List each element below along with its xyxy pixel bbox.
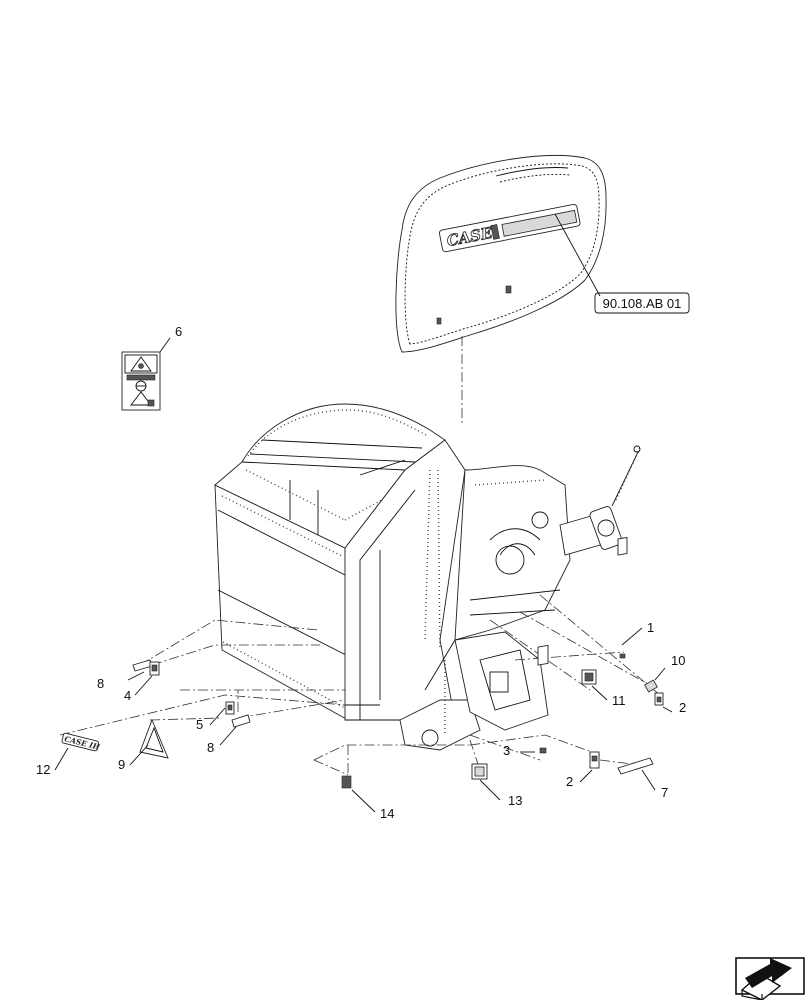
- decal-10[interactable]: [644, 679, 658, 693]
- reference-label: 90.108.AB 01: [603, 296, 682, 311]
- decal-2-lower[interactable]: [589, 751, 600, 769]
- reference-box[interactable]: 90.108.AB 01: [594, 292, 690, 314]
- decal-12-text: CASE IH: [64, 734, 102, 752]
- decal-13[interactable]: [471, 763, 488, 780]
- callout-5: 5: [196, 717, 203, 732]
- safety-decal-6[interactable]: [121, 351, 161, 411]
- callout-10: 10: [671, 653, 685, 668]
- decal-8-lower[interactable]: [231, 714, 251, 728]
- callout-8-lower: 8: [207, 740, 214, 755]
- reflector-9-triangle[interactable]: [139, 718, 169, 759]
- decal-2-right[interactable]: [654, 692, 664, 706]
- decal-5[interactable]: [225, 701, 235, 715]
- pto-drive-shaft: [559, 445, 641, 556]
- decal-7[interactable]: [617, 757, 654, 775]
- reference-leader: [554, 213, 601, 297]
- decal-3[interactable]: [537, 644, 549, 754]
- front-shield-cover[interactable]: CASE: [395, 155, 607, 353]
- assembly-lines: [59, 594, 661, 776]
- callout-8-upper: 8: [97, 676, 104, 691]
- decal-8-upper[interactable]: [132, 659, 153, 672]
- decal-14[interactable]: [341, 775, 352, 789]
- callout-2-lower: 2: [566, 774, 573, 789]
- callout-14: 14: [380, 806, 394, 821]
- decal-1[interactable]: [617, 536, 628, 659]
- baler-body: [214, 403, 641, 751]
- decal-11[interactable]: [581, 669, 597, 685]
- callout-2-right: 2: [679, 700, 686, 715]
- callout-11: 11: [612, 693, 626, 708]
- decal-4[interactable]: [149, 661, 160, 676]
- callout-6: 6: [175, 324, 182, 339]
- callout-12: 12: [36, 762, 50, 777]
- callout-7: 7: [661, 785, 668, 800]
- callout-3: 3: [503, 743, 510, 758]
- next-page-arrow-icon[interactable]: [735, 957, 805, 1000]
- callout-9: 9: [118, 757, 125, 772]
- callout-leaders: [54, 627, 673, 813]
- callout-4: 4: [124, 688, 131, 703]
- callout-1: 1: [647, 620, 654, 635]
- callout-13: 13: [508, 793, 522, 808]
- callout-numbers: 1 2 2 3 4 5 6 7 8 8 9 10 11 12 13 14: [36, 324, 686, 821]
